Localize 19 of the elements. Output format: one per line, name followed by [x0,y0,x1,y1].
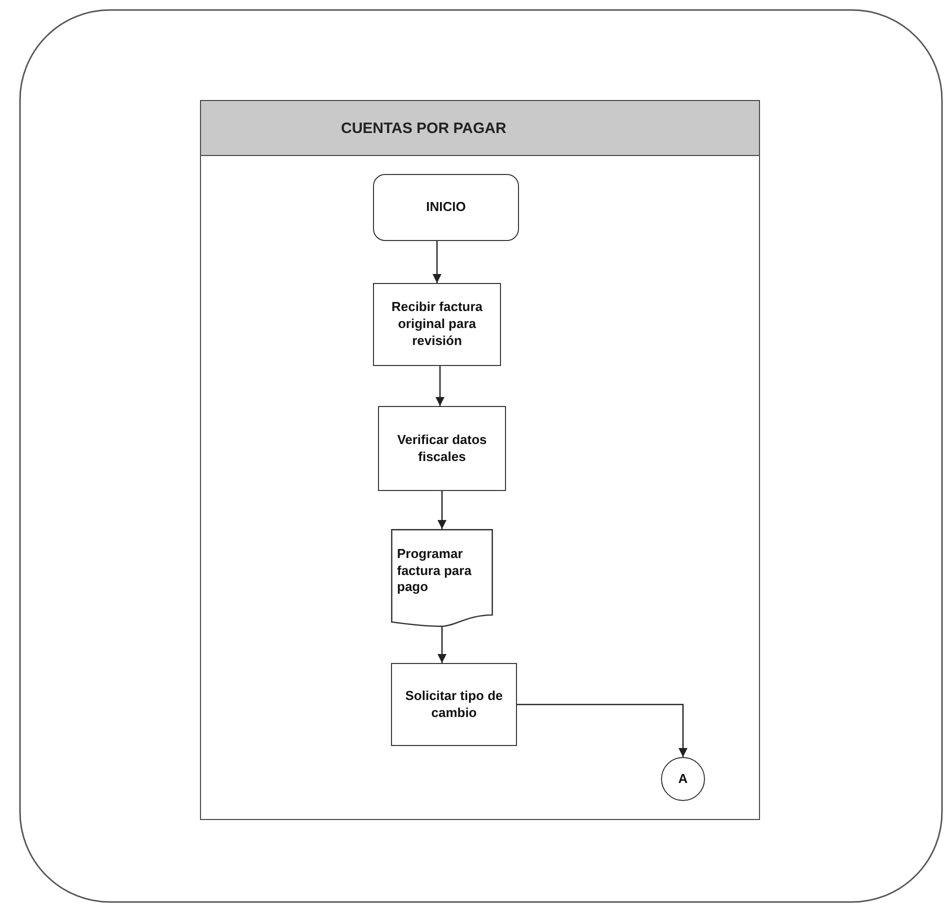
arrow [517,704,688,757]
node-label: Solicitar tipo de cambio [404,688,504,722]
node-label: Recibir factura original para revisión [390,299,484,350]
arrow [432,241,442,283]
document-shape [391,529,493,627]
process-box [373,283,501,366]
node-label: INICIO [426,199,466,216]
node-label: A [678,770,688,788]
process-box [391,663,517,746]
connector-circle [661,757,705,801]
process-box [378,406,506,491]
node-label: Verificar datos fiscales [396,432,488,466]
swimlane [200,100,760,820]
arrow [435,366,445,406]
lane-header: CUENTAS POR PAGAR [201,101,759,156]
arrow [437,627,447,663]
start-terminal [373,174,519,241]
node-label: Programar factura para pago [397,546,472,596]
arrow [437,491,447,529]
